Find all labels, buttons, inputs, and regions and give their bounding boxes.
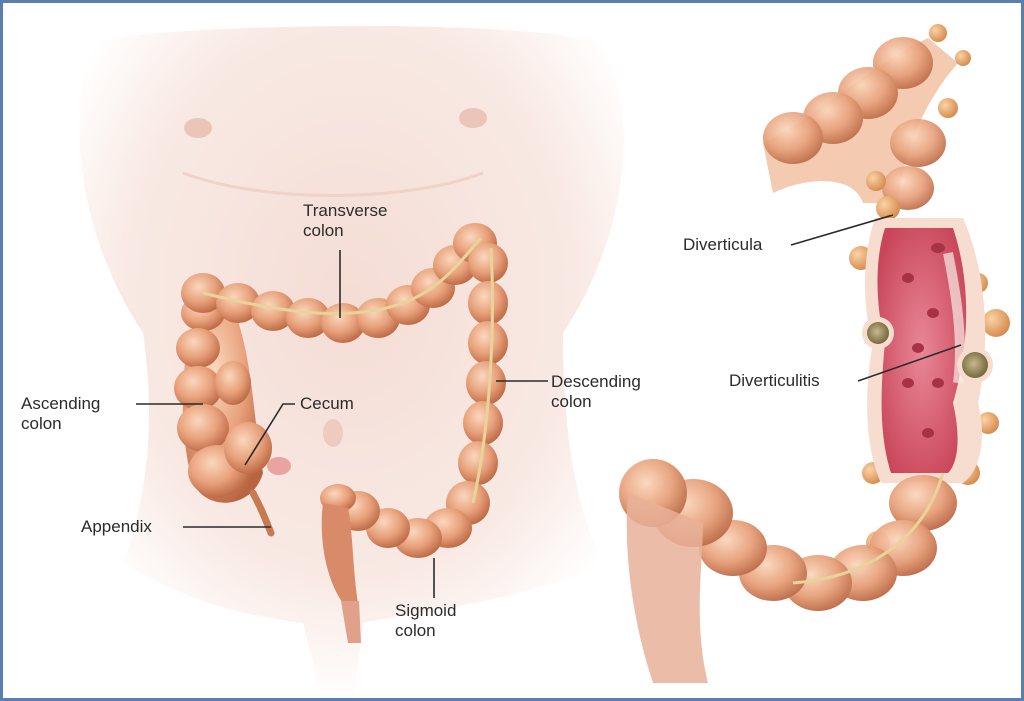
colon-left: [174, 223, 508, 643]
label-descending-colon: Descending colon: [551, 372, 641, 411]
label-ascending-colon: Ascending colon: [21, 394, 101, 433]
colon-right: [619, 24, 1010, 683]
leader-lines: [136, 214, 962, 598]
colon-illustration: [79, 24, 1010, 698]
label-appendix: Appendix: [81, 517, 152, 536]
label-sigmoid-colon: Sigmoid colon: [395, 601, 457, 640]
label-cecum: Cecum: [300, 394, 354, 413]
label-diverticulitis: Diverticulitis: [729, 371, 820, 390]
label-diverticula: Diverticula: [683, 235, 763, 254]
torso: [79, 26, 624, 698]
label-transverse-colon: Transverse colon: [303, 201, 388, 240]
